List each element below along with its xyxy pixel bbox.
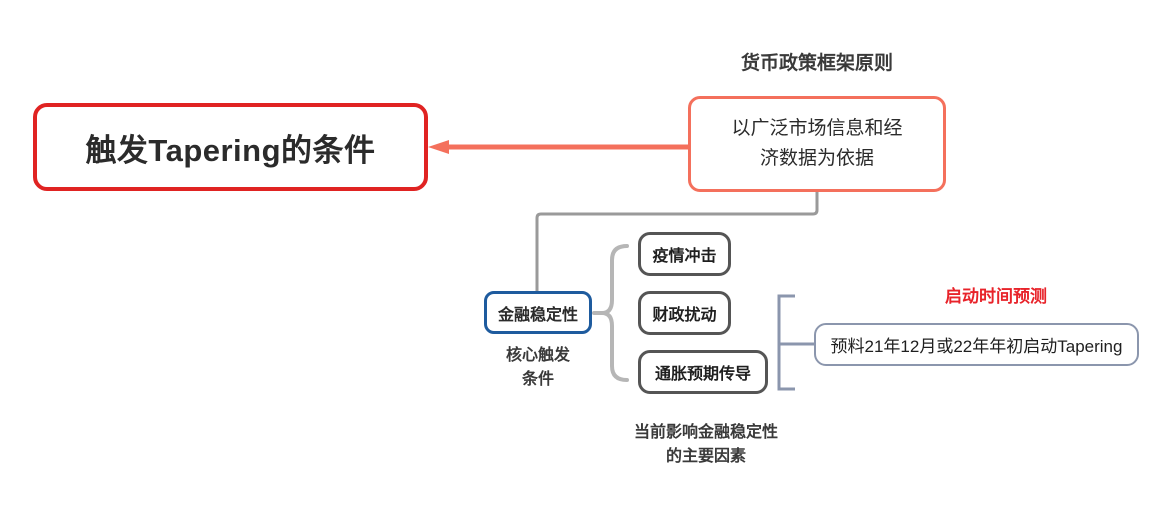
node-factor-fiscal-disturbance[interactable]: 财政扰动 [638,291,731,335]
node-principle-market-info-and-economic-data[interactable]: 以广泛市场信息和经 济数据为依据 [688,96,946,192]
node-root-trigger-conditions[interactable]: 触发Tapering的条件 [33,103,428,191]
node-factor-inflation-expectation-transmission[interactable]: 通胀预期传导 [638,350,768,394]
node-forecast-tapering-start[interactable]: 预料21年12月或22年年初启动Tapering [814,323,1139,366]
connector-principle-to-root [428,140,688,154]
caption-monetary-policy-framework: 货币政策框架原则 [740,53,893,74]
brace-stability-to-factors [592,244,629,382]
bracket-factors-to-forecast [777,294,814,391]
node-factor-pandemic-shock[interactable]: 疫情冲击 [638,232,731,276]
caption-main-factors-affecting-financial-stability: 当前影响金融稳定性 的主要因素 [633,424,778,465]
caption-launch-time-forecast: 启动时间预测 [945,287,1047,306]
node-financial-stability[interactable]: 金融稳定性 [484,291,592,334]
caption-core-trigger-condition: 核心触发 条件 [505,347,570,388]
